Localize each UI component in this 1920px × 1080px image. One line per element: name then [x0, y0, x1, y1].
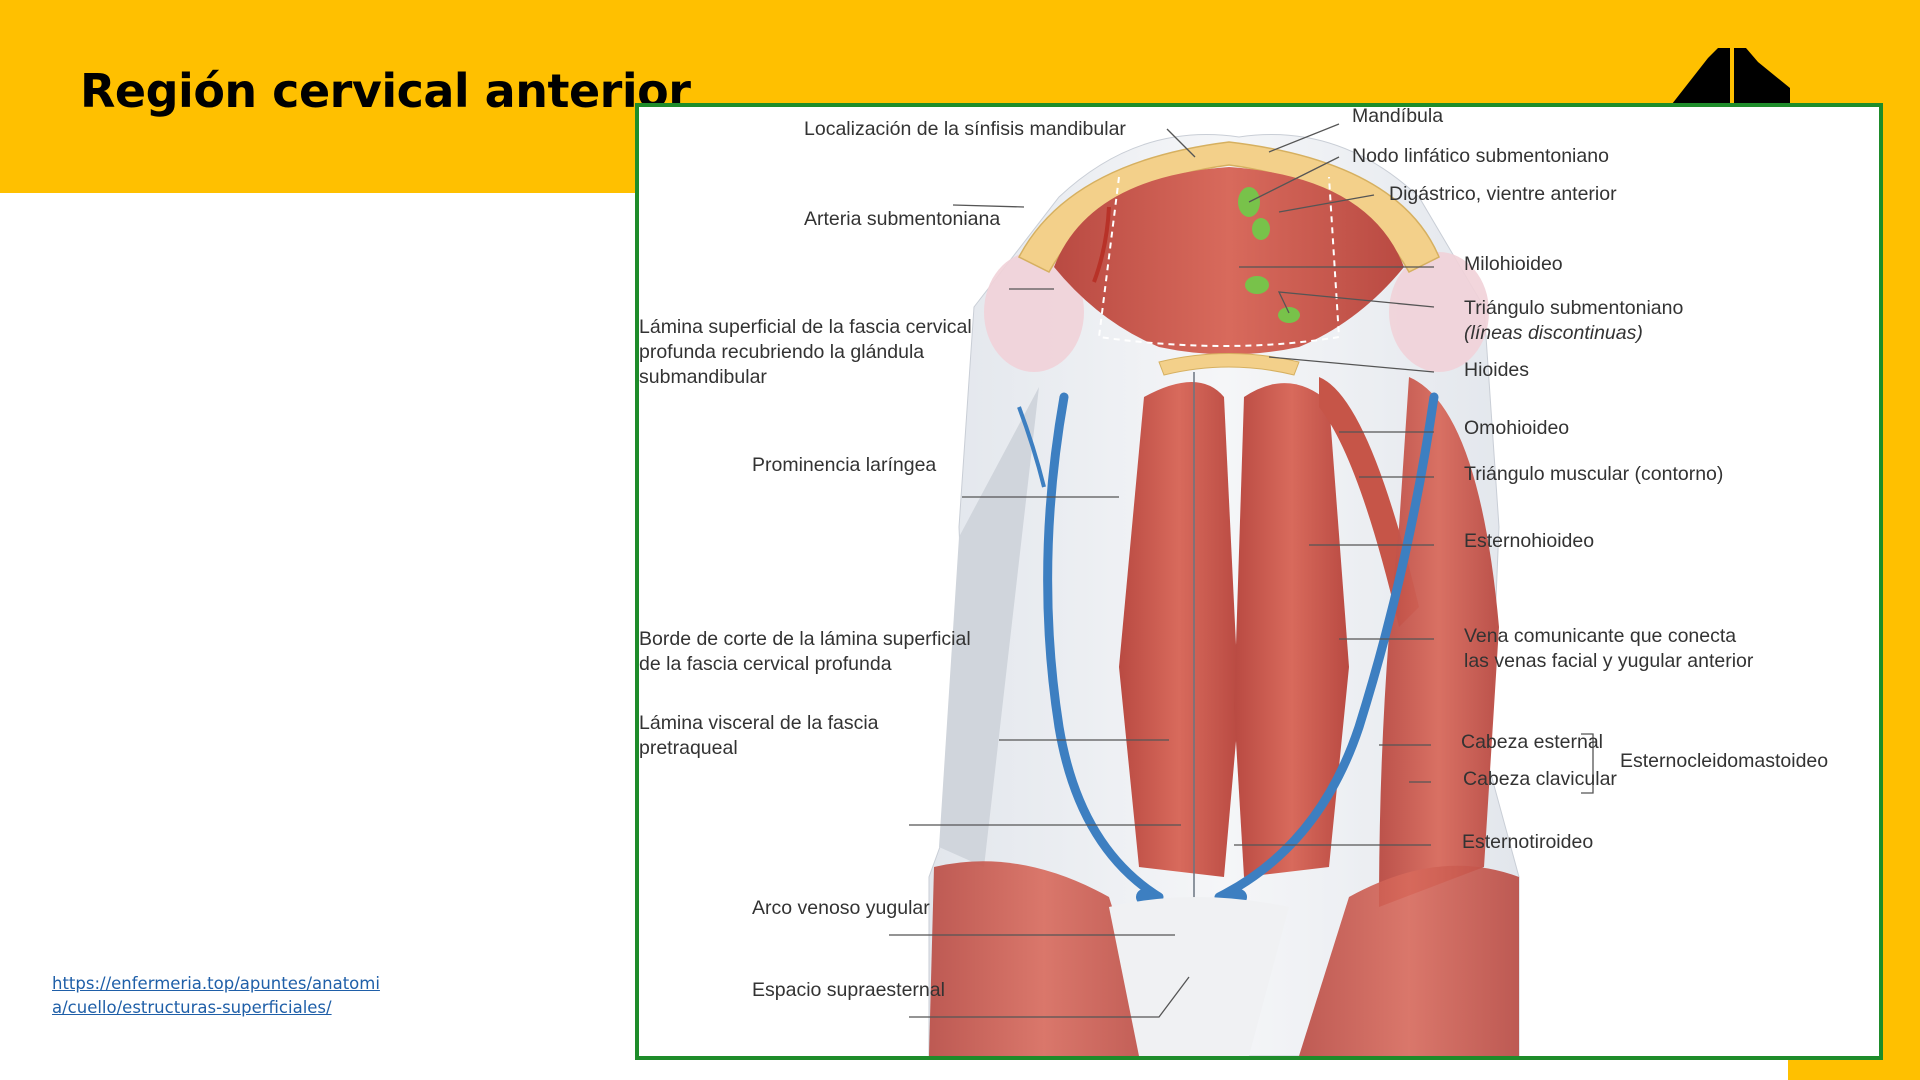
source-link[interactable]: https://enfermeria.top/apuntes/anatomi a…	[52, 972, 380, 1020]
submental-artery	[1092, 206, 1111, 283]
neck-anatomy-illustration	[889, 123, 1594, 1056]
diagram-panel: Localización de la sínfisis mandibular A…	[635, 103, 1883, 1060]
label-nodo-linfatico: Nodo linfático submentoniano	[1352, 145, 1609, 167]
label-sinfisis-mandibular: Localización de la sínfisis mandibular	[804, 118, 1126, 140]
clavicular-muscle-left	[929, 861, 1159, 1056]
submental-lymph-node-3	[1245, 276, 1269, 294]
label-borde-corte-1: Borde de corte de la lámina superficial	[639, 628, 971, 650]
label-arco-venoso-yugular: Arco venoso yugular	[752, 897, 930, 919]
slide-title: Región cervical anterior	[80, 64, 691, 118]
source-link-line-1[interactable]: https://enfermeria.top/apuntes/anatomi	[52, 974, 380, 993]
label-lamina-visceral-2: pretraqueal	[639, 737, 738, 759]
label-lineas-discontinuas: (líneas discontinuas)	[1464, 322, 1643, 344]
sternocleidomastoid-right	[1379, 377, 1499, 907]
sternohyoid-right	[1234, 383, 1349, 877]
label-esternotiroideo: Esternotiroideo	[1462, 831, 1594, 853]
label-lamina-superficial-1: Lámina superficial de la fascia cervical	[639, 316, 972, 338]
suprasternal-tendons	[1109, 897, 1289, 1056]
label-triangulo-muscular: Triángulo muscular (contorno)	[1464, 463, 1724, 485]
label-espacio-supraesternal: Espacio supraesternal	[752, 979, 945, 1001]
label-vena-comunicante-1: Vena comunicante que conecta	[1464, 625, 1737, 647]
sternocleidomastoid-left	[939, 387, 1039, 867]
source-link-line-2[interactable]: a/cuello/estructuras-superficiales/	[52, 998, 332, 1017]
submandibular-gland-left	[984, 252, 1084, 372]
submandibular-gland-right	[1389, 252, 1489, 372]
anterior-jugular-vein-left	[1043, 392, 1164, 902]
sternohyoid-left	[1119, 382, 1239, 877]
label-lamina-visceral-1: Lámina visceral de la fascia	[639, 712, 879, 734]
label-esternocleidomastoideo: Esternocleidomastoideo	[1620, 750, 1829, 772]
submental-lymph-node-4	[1278, 307, 1300, 323]
label-arteria-submentoniana: Arteria submentoniana	[804, 208, 1001, 230]
label-esternohioideo: Esternohioideo	[1464, 530, 1595, 552]
label-digastrico: Digástrico, vientre anterior	[1389, 183, 1617, 205]
label-milohioideo: Milohioideo	[1464, 253, 1563, 275]
omohyoid	[1319, 377, 1419, 627]
anterior-jugular-vein-right	[1214, 392, 1439, 902]
label-hioides: Hioides	[1464, 359, 1530, 381]
left-leader-lines	[889, 128, 1196, 1018]
label-vena-comunicante-2: las venas facial y yugular anterior	[1464, 650, 1754, 672]
label-omohioideo: Omohioideo	[1464, 417, 1570, 439]
label-lamina-superficial-2: profunda recubriendo la glándula	[639, 341, 925, 363]
label-triangulo-submentoniano: Triángulo submentoniano	[1464, 297, 1684, 319]
label-lamina-superficial-3: submandibular	[639, 366, 767, 388]
hyoid-bone	[1158, 353, 1300, 376]
brand-logo-icon	[1672, 48, 1790, 104]
submental-lymph-node-2	[1252, 218, 1270, 240]
label-mandibula: Mandíbula	[1352, 105, 1444, 127]
right-leader-lines	[1234, 123, 1594, 846]
submental-triangle-outline	[1097, 176, 1341, 347]
label-prominencia-laringea: Prominencia laríngea	[752, 454, 937, 476]
label-cabeza-esternal: Cabeza esternal	[1461, 731, 1604, 753]
label-borde-corte-2: de la fascia cervical profunda	[639, 653, 892, 675]
communicating-vein-left	[1017, 406, 1046, 488]
mylohyoid-muscle	[1054, 167, 1404, 355]
label-cabeza-clavicular: Cabeza clavicular	[1463, 768, 1617, 790]
clavicular-muscle-right	[1299, 865, 1519, 1056]
